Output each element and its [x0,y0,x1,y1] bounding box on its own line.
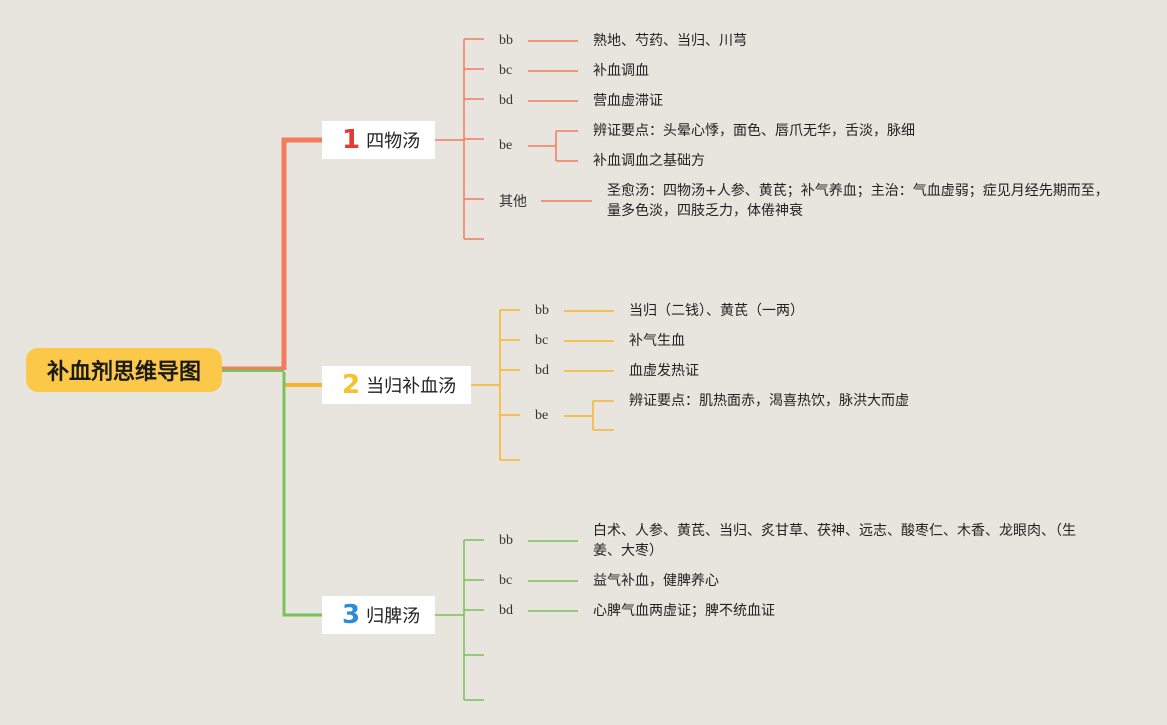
key-label[interactable]: be [499,138,513,153]
key-label[interactable]: bc [499,573,513,588]
branch-node-guipitang[interactable]: 3 归脾汤 [322,596,435,634]
branch-number: 1 [342,125,361,155]
branch-number: 2 [342,370,361,400]
key-label[interactable]: 其他 [499,194,527,210]
value-text[interactable]: 辨证要点：肌热面赤，渴喜热饮，脉洪大而虚 [629,393,909,409]
branch-title: 归脾汤 [366,606,421,627]
value-text[interactable]: 熟地、芍药、当归、川芎 [593,33,747,49]
value-text[interactable]: 益气补血，健脾养心 [593,573,719,589]
value-text[interactable]: 圣愈汤：四物汤+人参、黄芪；补气养血；主治：气血虚弱；症见月经先期而至，量多色淡… [607,183,1109,219]
key-label[interactable]: bd [499,93,513,108]
main-branch-line-3 [282,372,322,617]
branch-node-siwutang[interactable]: 1 四物汤 [322,121,435,159]
branch-title: 四物汤 [366,131,421,152]
root-title: 补血剂思维导图 [46,360,201,385]
key-label[interactable]: bc [535,333,549,348]
key-label[interactable]: be [535,408,549,423]
key-label[interactable]: bb [499,33,513,48]
branch-number: 3 [342,600,361,630]
key-label[interactable]: bd [499,603,513,618]
value-text[interactable]: 补血调血 [593,63,649,79]
value-text[interactable]: 补气生血 [629,333,685,349]
root-node[interactable]: 补血剂思维导图 [26,348,222,392]
main-branch-line-1 [281,137,322,370]
value-text[interactable]: 血虚发热证 [629,363,699,379]
branch-title: 当归补血汤 [366,376,457,397]
value-text[interactable]: 当归（二钱）、黄芪（一两） [629,303,804,319]
key-label[interactable]: bd [535,363,549,378]
value-text[interactable]: 心脾气血两虚证；脾不统血证 [593,603,775,619]
value-text[interactable]: 白术、人参、黄芪、当归、炙甘草、茯神、远志、酸枣仁、木香、龙眼肉、（生姜、大枣） [593,523,1076,559]
key-label[interactable]: bb [535,303,549,318]
value-text[interactable]: 辨证要点：头晕心悸，面色、唇爪无华，舌淡，脉细 [593,123,915,139]
key-label[interactable]: bb [499,533,513,548]
value-text[interactable]: 营血虚滞证 [593,93,663,109]
branch-node-dangguibuxuetang[interactable]: 2 当归补血汤 [322,366,471,404]
value-text[interactable]: 补血调血之基础方 [593,153,705,169]
key-label[interactable]: bc [499,63,513,78]
